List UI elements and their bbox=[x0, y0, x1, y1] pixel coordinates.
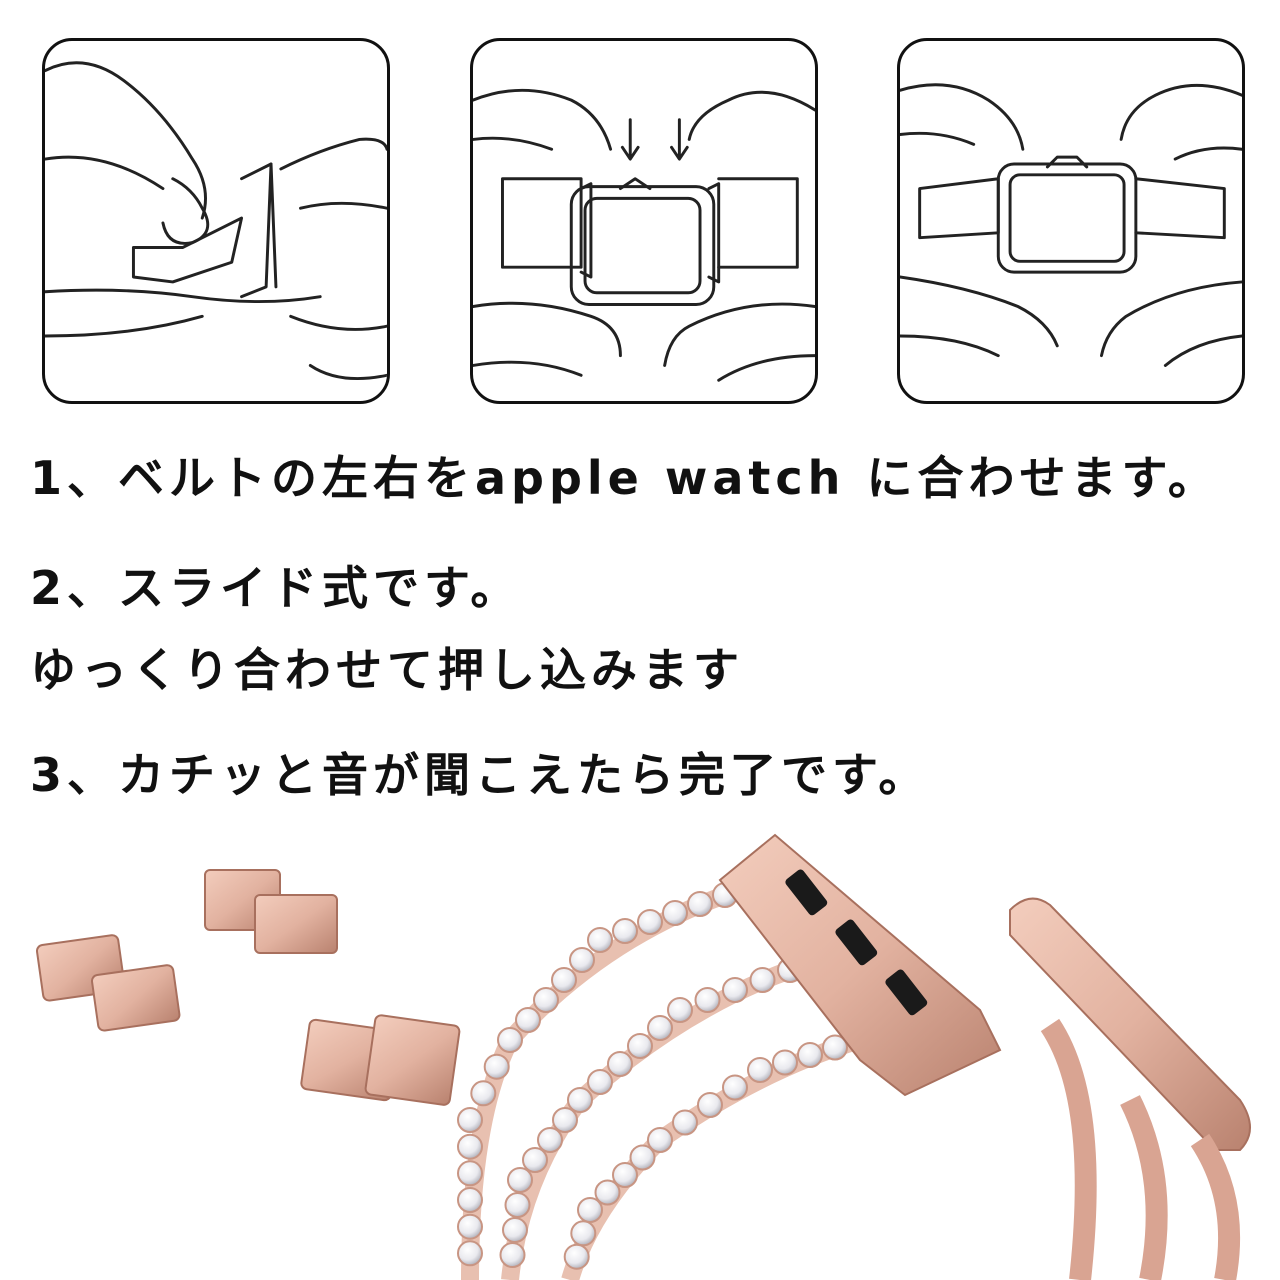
instruction-step3: 3、カチッと音が聞こえたら完了です。 bbox=[30, 748, 930, 802]
rhinestone bbox=[687, 891, 713, 917]
step2-sliding-band-image bbox=[473, 88, 815, 382]
rhinestone bbox=[470, 1080, 497, 1107]
step3-band-attached-image bbox=[900, 83, 1242, 367]
rhinestone bbox=[587, 1069, 613, 1095]
rhinestone bbox=[822, 1034, 848, 1061]
rhinestone bbox=[722, 1074, 748, 1101]
instruction-step2: 2、スライド式です。 bbox=[30, 561, 522, 615]
rhinestone bbox=[647, 1015, 673, 1041]
rhinestone bbox=[563, 1243, 590, 1270]
watch-connector-adapter-left bbox=[718, 833, 1002, 1097]
rhinestone bbox=[515, 1007, 541, 1033]
rhinestone bbox=[507, 1167, 533, 1193]
rhinestone bbox=[697, 1092, 723, 1118]
rhinestone bbox=[497, 1027, 523, 1053]
step1-illustration-panel bbox=[42, 38, 390, 404]
spare-link-3 bbox=[300, 1014, 461, 1106]
rhinestone bbox=[672, 1109, 698, 1136]
rhinestone bbox=[749, 967, 776, 993]
rhinestone bbox=[504, 1192, 531, 1218]
rhinestone bbox=[627, 1033, 653, 1059]
rhinestone bbox=[551, 967, 577, 993]
rhinestone bbox=[457, 1133, 483, 1160]
rhinestone bbox=[662, 900, 688, 926]
rhinestone bbox=[772, 1049, 798, 1076]
rhinestone bbox=[552, 1107, 578, 1133]
watch-connector-adapter-right bbox=[1009, 897, 1251, 1280]
rhinestone bbox=[612, 918, 638, 944]
rhinestone bbox=[577, 1197, 603, 1223]
rhinestone bbox=[522, 1147, 548, 1173]
rhinestone bbox=[570, 1220, 597, 1247]
step2-illustration-panel bbox=[470, 38, 818, 404]
rhinestone bbox=[457, 1187, 483, 1213]
step1-hands-attaching-band-image bbox=[45, 61, 387, 381]
rhinestone bbox=[533, 987, 559, 1013]
product-photo-rose-gold-band bbox=[35, 833, 1251, 1280]
rhinestone bbox=[629, 1144, 656, 1171]
rhinestone bbox=[499, 1242, 526, 1268]
rhinestone bbox=[502, 1217, 528, 1243]
rhinestone bbox=[457, 1240, 483, 1267]
instruction-step2-detail: ゆっくり合わせて押し込みます bbox=[30, 643, 744, 697]
rhinestone bbox=[747, 1057, 773, 1083]
rhinestone bbox=[667, 997, 693, 1023]
rhinestone bbox=[694, 987, 721, 1013]
rhinestone bbox=[457, 1107, 483, 1133]
rhinestone bbox=[647, 1127, 673, 1153]
rhinestone-gems bbox=[457, 882, 873, 1270]
rhinestone bbox=[569, 947, 595, 973]
spare-link-2 bbox=[204, 869, 338, 954]
rhinestone bbox=[587, 927, 613, 953]
instruction-step1: 1、ベルトの左右をapple watch に合わせます。 bbox=[30, 451, 1219, 505]
rhinestone bbox=[457, 1213, 483, 1240]
rhinestone bbox=[567, 1087, 593, 1113]
rhinestone bbox=[537, 1127, 563, 1153]
rhinestone bbox=[607, 1051, 633, 1077]
spare-link-1 bbox=[35, 934, 181, 1032]
rhinestone bbox=[722, 977, 748, 1003]
rhinestone bbox=[637, 909, 663, 935]
rhinestone bbox=[594, 1179, 621, 1206]
step3-illustration-panel bbox=[897, 38, 1245, 404]
rhinestone bbox=[457, 1160, 483, 1187]
rhinestone bbox=[612, 1162, 638, 1188]
rhinestone bbox=[483, 1053, 510, 1080]
rhinestone bbox=[797, 1042, 823, 1068]
